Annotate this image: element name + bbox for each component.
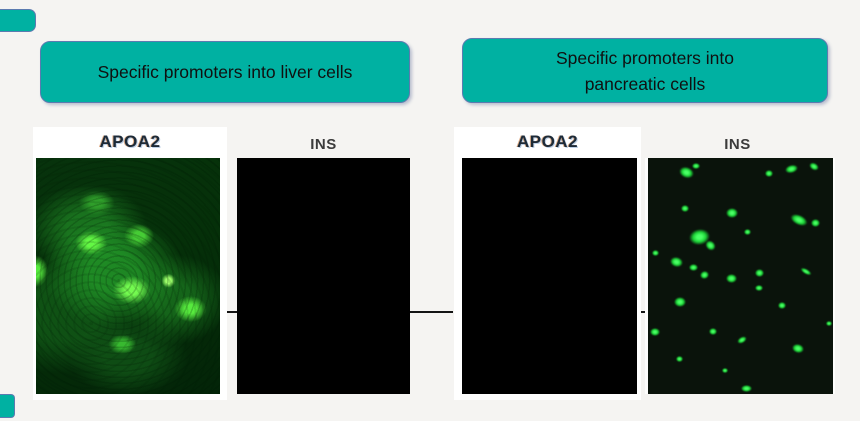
gene-label-apoa2-liver: APOA2	[99, 132, 161, 151]
fluorescent-cell-blob	[725, 273, 737, 283]
fluorescent-cell-blob	[825, 320, 832, 326]
fluorescent-cell-blob	[755, 268, 765, 277]
gene-label-ins-pancreatic: INS	[724, 136, 751, 153]
fluorescent-cell-blob	[722, 368, 728, 374]
connector-line-segment	[218, 311, 238, 313]
connector-line-segment	[409, 311, 453, 313]
banner-pancreatic-cells: Specific promoters into pancreatic cells	[462, 38, 828, 103]
fluorescent-cell-blob	[744, 228, 752, 235]
fluorescent-cell-blob	[725, 207, 738, 218]
gene-label-apoa2-pancreatic: APOA2	[516, 132, 579, 151]
fluorescent-cell-blob	[755, 285, 764, 292]
fluorescent-cell-blob	[669, 255, 685, 269]
banner-pancreatic-label-line2: pancreatic cells	[584, 73, 706, 94]
banner-liver-cells: Specific promoters into liver cells	[40, 41, 410, 103]
micrograph-pancreatic-ins-positive	[645, 158, 833, 394]
fluorescent-cell-blob	[784, 163, 799, 175]
fluorescent-cell-blob	[777, 301, 786, 309]
cropped-banner-fragment-top-left	[0, 9, 36, 32]
fluorescent-cell-blob	[791, 343, 806, 355]
fluorescent-cell-blob	[807, 160, 821, 172]
fluorescent-cell-blob	[649, 327, 660, 336]
fluorescent-cell-blob	[799, 266, 813, 277]
connector-line-segment	[635, 311, 647, 313]
banner-pancreatic-label-line1: Specific promoters into	[556, 47, 734, 68]
fluorescence-texture	[36, 158, 220, 394]
banner-liver-label: Specific promoters into liver cells	[97, 62, 353, 82]
fluorescent-cell-blob	[740, 384, 752, 392]
fluorescent-cell-blob	[709, 327, 718, 335]
fluorescent-cell-blob	[735, 335, 748, 346]
micrograph-pancreatic-apoa2-negative	[462, 158, 637, 394]
micrograph-liver-apoa2-positive	[36, 158, 220, 394]
fluorescent-cell-blob	[692, 162, 701, 169]
fluorescent-cell-blob	[688, 264, 698, 272]
fluorescent-cell-blob	[789, 211, 810, 228]
gene-label-ins-liver: INS	[310, 136, 337, 153]
fluorescent-cell-blob	[810, 219, 820, 228]
fluorescent-cell-blob	[764, 169, 773, 177]
fluorescent-cell-blob	[698, 269, 710, 281]
fluorescent-cell-blob	[681, 205, 690, 213]
cropped-banner-fragment-bottom-left	[0, 394, 15, 418]
fluorescent-cell-blob	[675, 356, 683, 363]
micrograph-liver-ins-negative	[237, 158, 410, 394]
fluorescent-cell-blob	[651, 250, 659, 257]
fluorescent-cell-blob	[673, 297, 686, 308]
